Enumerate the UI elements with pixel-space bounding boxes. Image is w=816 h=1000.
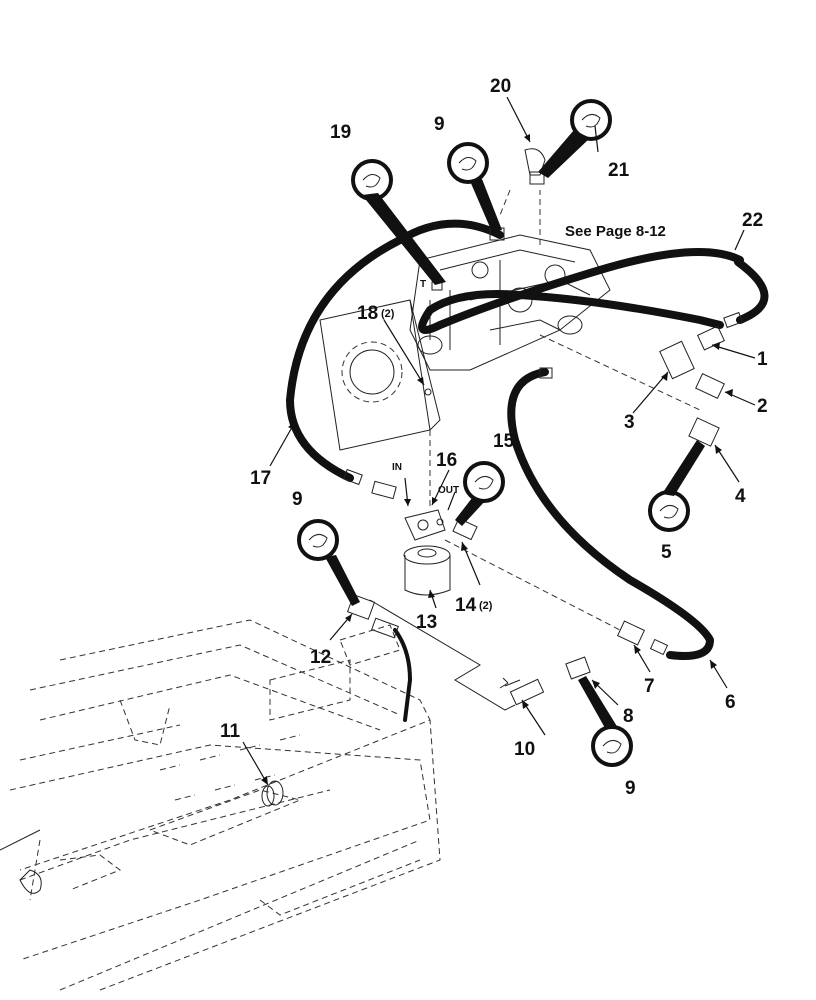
inset-15: [463, 461, 505, 503]
oring-insets: [297, 99, 705, 767]
chassis-frame: [0, 619, 441, 991]
callout-labels: 1 2 3 4 5 6 7 8 9 9 9 10 11 12 13 14 (2)…: [220, 76, 768, 799]
callout-14-qty: (2): [479, 600, 493, 612]
hose-17: [286, 219, 504, 482]
fittings: [261, 148, 743, 807]
callout-11: 11: [220, 721, 241, 742]
leader-lines: [242, 96, 756, 786]
inset-5: [648, 490, 690, 532]
callout-9-top: 9: [434, 114, 445, 135]
see-page-note: See Page 8-12: [565, 223, 666, 240]
callout-3: 3: [624, 412, 635, 433]
callout-21: 21: [608, 160, 630, 181]
inset-9-top: [447, 142, 489, 184]
callout-5: 5: [661, 542, 672, 563]
inset-21: [570, 99, 612, 141]
callout-9-bottom: 9: [625, 778, 636, 799]
hose-22-loop: [734, 258, 769, 324]
inset-19: [351, 159, 393, 201]
callout-17: 17: [250, 468, 271, 489]
hose-6: [507, 368, 714, 660]
reference-lines: [369, 189, 701, 711]
hose-22: [418, 248, 744, 334]
callout-7: 7: [644, 676, 655, 697]
inset-9-bottom: [591, 725, 633, 767]
callout-9-left: 9: [292, 489, 303, 510]
filter-assembly: [403, 509, 451, 596]
callout-13: 13: [416, 612, 437, 633]
callout-1: 1: [757, 349, 768, 370]
callout-22: 22: [742, 210, 763, 231]
callout-14: 14: [455, 595, 477, 616]
callout-4: 4: [735, 486, 746, 507]
port-out-label: OUT: [438, 485, 459, 496]
callout-6: 6: [725, 692, 736, 713]
callout-15: 15: [493, 431, 515, 452]
callout-20: 20: [490, 76, 511, 97]
callout-19: 19: [330, 122, 351, 143]
callout-18-qty: (2): [381, 308, 395, 320]
port-in-label: IN: [392, 462, 402, 473]
callout-18: 18: [357, 303, 378, 324]
inset-9-left: [297, 519, 339, 561]
hose-to-fitting-11: [393, 628, 412, 722]
callout-12: 12: [310, 647, 331, 668]
callout-16: 16: [436, 450, 457, 471]
callout-2: 2: [757, 396, 768, 417]
port-t-label: T: [420, 279, 426, 290]
callout-8: 8: [623, 706, 634, 727]
callout-10: 10: [514, 739, 535, 760]
